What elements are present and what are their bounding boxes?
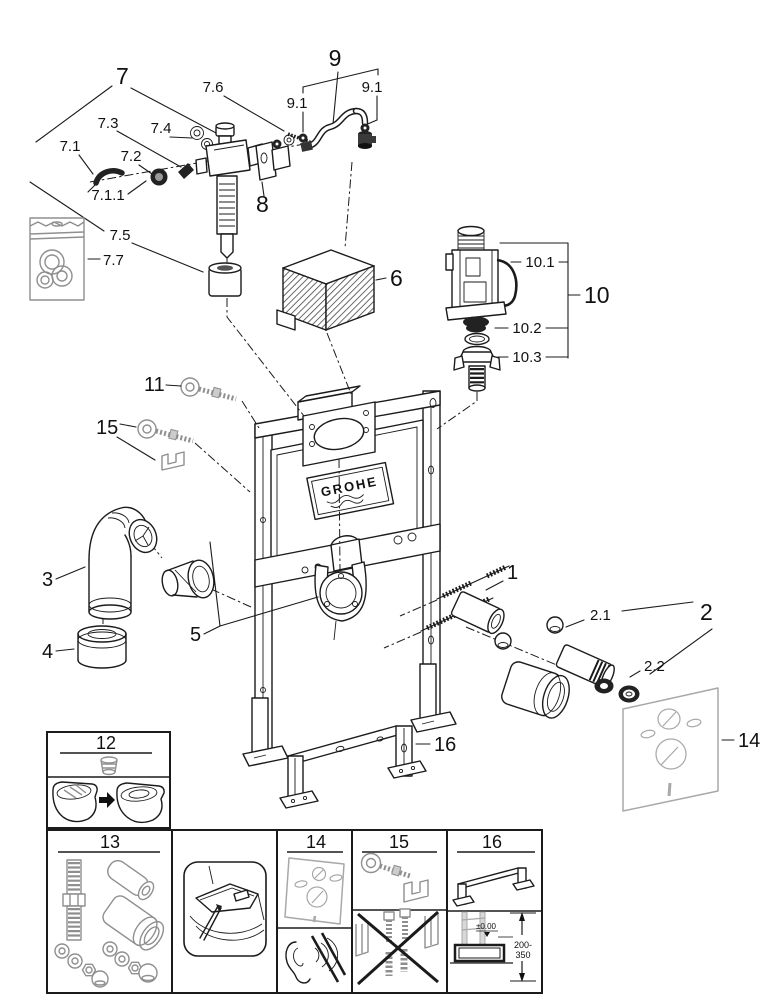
cistern-detail-icon: [189, 865, 265, 941]
part-4-connector-cup: 4: [42, 625, 127, 669]
part-label-7-7: 7.7: [103, 252, 124, 269]
legend-label-13: 13: [100, 832, 120, 852]
part-label-4: 4: [42, 641, 53, 663]
legend-label-12: 12: [96, 733, 116, 753]
part-label-9-1a: 9.1: [287, 95, 308, 112]
part-label-11: 11: [144, 374, 165, 396]
legend-box-13: 13: [46, 829, 173, 994]
fixing-set-icon: [54, 859, 165, 988]
part-label-5: 5: [190, 624, 201, 646]
legend-box-15: 15: [351, 829, 448, 994]
part-label-7-1: 7.1: [60, 138, 81, 155]
legend-label-16: 16: [482, 832, 502, 852]
part-label-16: 16: [434, 734, 456, 756]
part-label-7-4: 7.4: [151, 120, 172, 137]
part-14-sound-insulation-mat: 14: [622, 687, 760, 812]
part-label-1: 1: [507, 562, 518, 584]
arrow-icon: [99, 792, 115, 808]
part-9-supply-hose: 9 9.1 9.1: [287, 45, 383, 152]
part-label-9-1b: 9.1: [362, 79, 383, 96]
part-label-7-3: 7.3: [98, 115, 119, 132]
part-10-flush-valve: 10.1 10.2 10.3 10: [445, 225, 610, 392]
flush-valve-wire: [496, 258, 518, 308]
part-8-bracket: 8: [255, 134, 295, 217]
part-label-7-6: 7.6: [203, 79, 224, 96]
part-label-3: 3: [42, 569, 53, 591]
part-label-2-2: 2.2: [644, 658, 665, 675]
part-label-15: 15: [96, 417, 118, 439]
ear-icon: [285, 937, 339, 984]
legend-box-16: 16 ±0.00 200- 350: [446, 829, 543, 994]
part-16-support-rail: 16: [279, 725, 456, 809]
part-7-fill-valve: 7 7.6 7.3 7.4 7.1 7.2 7.1.1 7.5: [29, 63, 311, 301]
part-label-7: 7: [116, 63, 129, 89]
seal-bag-icon: [29, 217, 85, 301]
part-label-10-1: 10.1: [525, 254, 554, 271]
part-label-10: 10: [584, 282, 610, 308]
no-other-fixings-icon: [355, 908, 440, 986]
part-label-7-1-1: 7.1.1: [91, 187, 124, 204]
part-11-wall-anchor: 11: [144, 374, 237, 402]
part-1-threaded-rods: 1: [420, 562, 518, 635]
spacer-sleeve: [450, 591, 505, 635]
insulation-mat-icon: [284, 857, 345, 925]
install-height-diagram: ±0.00 200- 350: [450, 911, 536, 982]
no-noise-slash-icon: [310, 932, 347, 983]
part-3-flush-bend: 3: [42, 506, 215, 620]
grohe-logo: GROHE: [306, 461, 395, 521]
legend-box-toilet-detail: [171, 829, 278, 994]
toilet-icon-before: [52, 781, 98, 823]
legend-label-15: 15: [389, 832, 409, 852]
part-6-protection-box: 6: [276, 249, 403, 332]
part-label-2: 2: [700, 599, 713, 625]
angle-bracket: [161, 451, 185, 471]
part-label-8: 8: [256, 191, 269, 217]
datum-label: ±0.00: [476, 922, 497, 931]
joint-cone: [161, 559, 215, 599]
part-15-wall-anchor-set: 15: [96, 417, 194, 471]
part-label-7-5: 7.5: [110, 227, 131, 244]
part-label-7-2: 7.2: [121, 148, 142, 165]
part-label-9: 9: [329, 45, 342, 71]
part-5-pointer: 5: [190, 541, 319, 646]
valve-cone: [178, 163, 194, 179]
part-label-2-1: 2.1: [590, 607, 611, 624]
float-lever-clip: [93, 168, 125, 186]
frame-assembly: GROHE: [242, 385, 457, 767]
legend-label-14: 14: [306, 832, 326, 852]
legend-box-12: 12: [46, 731, 171, 829]
part-2-outlet-set: 2.1 2.2 2: [494, 599, 713, 719]
range-top-label: 200-: [514, 940, 532, 950]
legend-box-14: 14: [276, 829, 353, 994]
part-label-10-3: 10.3: [512, 349, 541, 366]
part-label-6: 6: [390, 265, 403, 291]
range-bottom-label: 350: [515, 950, 530, 960]
anchor-bracket-icon: [360, 852, 429, 903]
plug-icon: [100, 756, 118, 776]
toilet-icon-after: [116, 782, 165, 824]
support-rail-icon: [452, 867, 535, 907]
outlet-socket: [501, 661, 570, 719]
part-label-14: 14: [738, 730, 760, 752]
part-label-10-2: 10.2: [512, 320, 541, 337]
